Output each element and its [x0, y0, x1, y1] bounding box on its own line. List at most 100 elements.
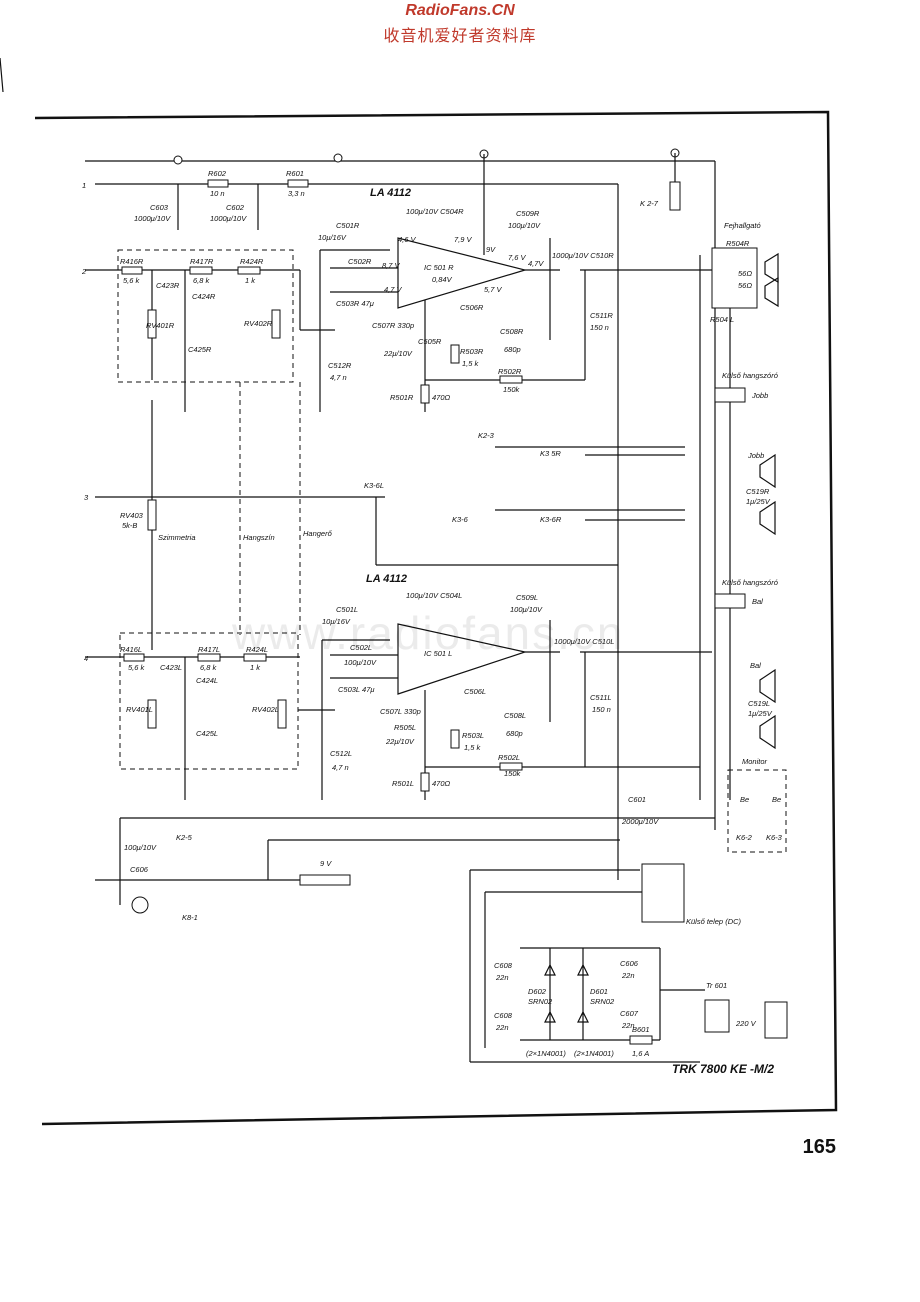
site-title: RadioFans.CN	[405, 2, 515, 19]
rv403-label: RV403	[120, 511, 144, 520]
k3-6r-label: K3-6R	[540, 515, 562, 524]
wire-segment	[420, 772, 430, 792]
wire-segment	[577, 1010, 589, 1023]
speaker-jobb-2	[759, 500, 776, 536]
c510l-label: 1000μ/10V C510L	[554, 637, 614, 646]
node-6	[333, 153, 343, 163]
wire-segment	[277, 699, 287, 729]
ic501l-label: IC 501 L	[424, 649, 452, 658]
c503l-label: C503L 47μ	[338, 685, 375, 694]
k6-2-label: K6-2	[736, 833, 753, 842]
c510r-label: 1000μ/10V C510R	[552, 251, 614, 260]
r502r-label: R502R	[498, 367, 522, 376]
r601-value: 3,3 n	[288, 189, 305, 198]
wire-segment	[544, 963, 556, 976]
c502r-label: C502R	[348, 257, 372, 266]
c506r-label: C506R	[460, 303, 484, 312]
c602-value: 1000μ/10V	[210, 214, 247, 223]
c608a-label: C608	[494, 961, 513, 970]
tr601-label: Tr 601	[706, 981, 727, 990]
be1-label: Be	[740, 795, 749, 804]
r417r-label: R417R	[190, 257, 214, 266]
k3-5r-label: K3 5R	[540, 449, 561, 458]
rv401l-label: RV401L	[126, 705, 153, 714]
headphone-l	[764, 276, 779, 308]
v76-r: 7,6 V	[508, 253, 527, 262]
r503l-label: R503L	[462, 731, 484, 740]
c608b-value: 22n	[495, 1023, 509, 1032]
bal-2-label: Bal	[750, 661, 761, 670]
monitor-label: Monitor	[742, 757, 768, 766]
v46-r: 4,6 V	[398, 235, 417, 244]
c608b-label: C608	[494, 1011, 513, 1020]
r602-body	[207, 179, 229, 188]
monitor-box	[727, 769, 787, 853]
c511r-value: 150 n	[590, 323, 609, 332]
k2-3-label: K2-3	[478, 431, 495, 440]
input-2-label: 2	[81, 267, 87, 276]
c601-label: C601	[628, 795, 646, 804]
c509r-value: 100μ/10V	[508, 221, 541, 230]
c502l-value: 100μ/10V	[344, 658, 377, 667]
b601-label: B601	[632, 1025, 650, 1034]
ext-speaker-1-label: Külső hangszóró	[722, 371, 778, 380]
rv401r-label: RV401R	[146, 321, 175, 330]
c507r-label: C507R 330p	[372, 321, 414, 330]
d601-label: D601	[590, 987, 608, 996]
be2-label: Be	[772, 795, 781, 804]
c509l-label: C509L	[516, 593, 538, 602]
ohm56a-label: 56Ω	[738, 269, 752, 278]
model-label: TRK 7800 KE -M/2	[672, 1062, 775, 1076]
r416r-value: 5,6 k	[123, 276, 141, 285]
c606-label: C606	[130, 865, 149, 874]
wire-segment	[243, 653, 267, 662]
v79-r: 7,9 V	[454, 235, 473, 244]
c503r-label: C503R 47μ	[336, 299, 374, 308]
r504l-label: R504 L	[710, 315, 734, 324]
r601-label: R601	[286, 169, 304, 178]
c505r-label: C505R	[418, 337, 442, 346]
ic-r-title: LA 4112	[370, 187, 411, 199]
k2-7-switch	[669, 181, 681, 211]
fuse	[629, 1035, 653, 1045]
c519l-label: C519L	[748, 699, 770, 708]
battery-9v	[299, 874, 351, 886]
wire-segment	[499, 762, 523, 771]
rv402r-label: RV402R	[244, 319, 273, 328]
tone-block-l	[119, 632, 299, 770]
rv403-value: 5k-B	[122, 521, 137, 530]
r416r-label: R416R	[120, 257, 144, 266]
c607-label: C607	[620, 1009, 639, 1018]
c509l-value: 100μ/10V	[510, 605, 543, 614]
speaker-jobb-1	[759, 453, 776, 489]
r417l-label: R417L	[198, 645, 220, 654]
c519l-value: 1μ/25V	[748, 709, 773, 718]
r502l-label: R502L	[498, 753, 520, 762]
mains-plug	[764, 1001, 788, 1039]
ic501l-shape	[397, 623, 528, 695]
r503r-value: 1,5 k	[462, 359, 480, 368]
input-4-label: 4	[84, 654, 88, 663]
r501l-value: 470Ω	[432, 779, 451, 788]
r602-value: 10 n	[210, 189, 225, 198]
margin-mark	[0, 57, 4, 93]
page-number: 165	[802, 1136, 836, 1158]
ohm56b-label: 56Ω	[738, 281, 752, 290]
c511l-label: C511L	[590, 693, 612, 702]
c509r-label: C509R	[516, 209, 540, 218]
wire-segment	[237, 266, 261, 275]
bal-label: Bal	[752, 597, 763, 606]
r501l-label: R501L	[392, 779, 414, 788]
c511r-label: C511R	[590, 311, 613, 320]
wire-segment	[420, 384, 430, 404]
v47-r: 4,7 V	[384, 285, 403, 294]
hangszin-label: Hangszín	[243, 533, 275, 542]
battery-9v-label: 9 V	[320, 859, 332, 868]
c505r-value: 22μ/10V	[383, 349, 413, 358]
motor-symbol	[131, 896, 149, 914]
k6-3-label: K6-3	[766, 833, 783, 842]
c603-label: C603	[150, 203, 169, 212]
speaker-bal-2	[759, 714, 776, 750]
szimmetria-label: Szimmetria	[158, 533, 196, 542]
